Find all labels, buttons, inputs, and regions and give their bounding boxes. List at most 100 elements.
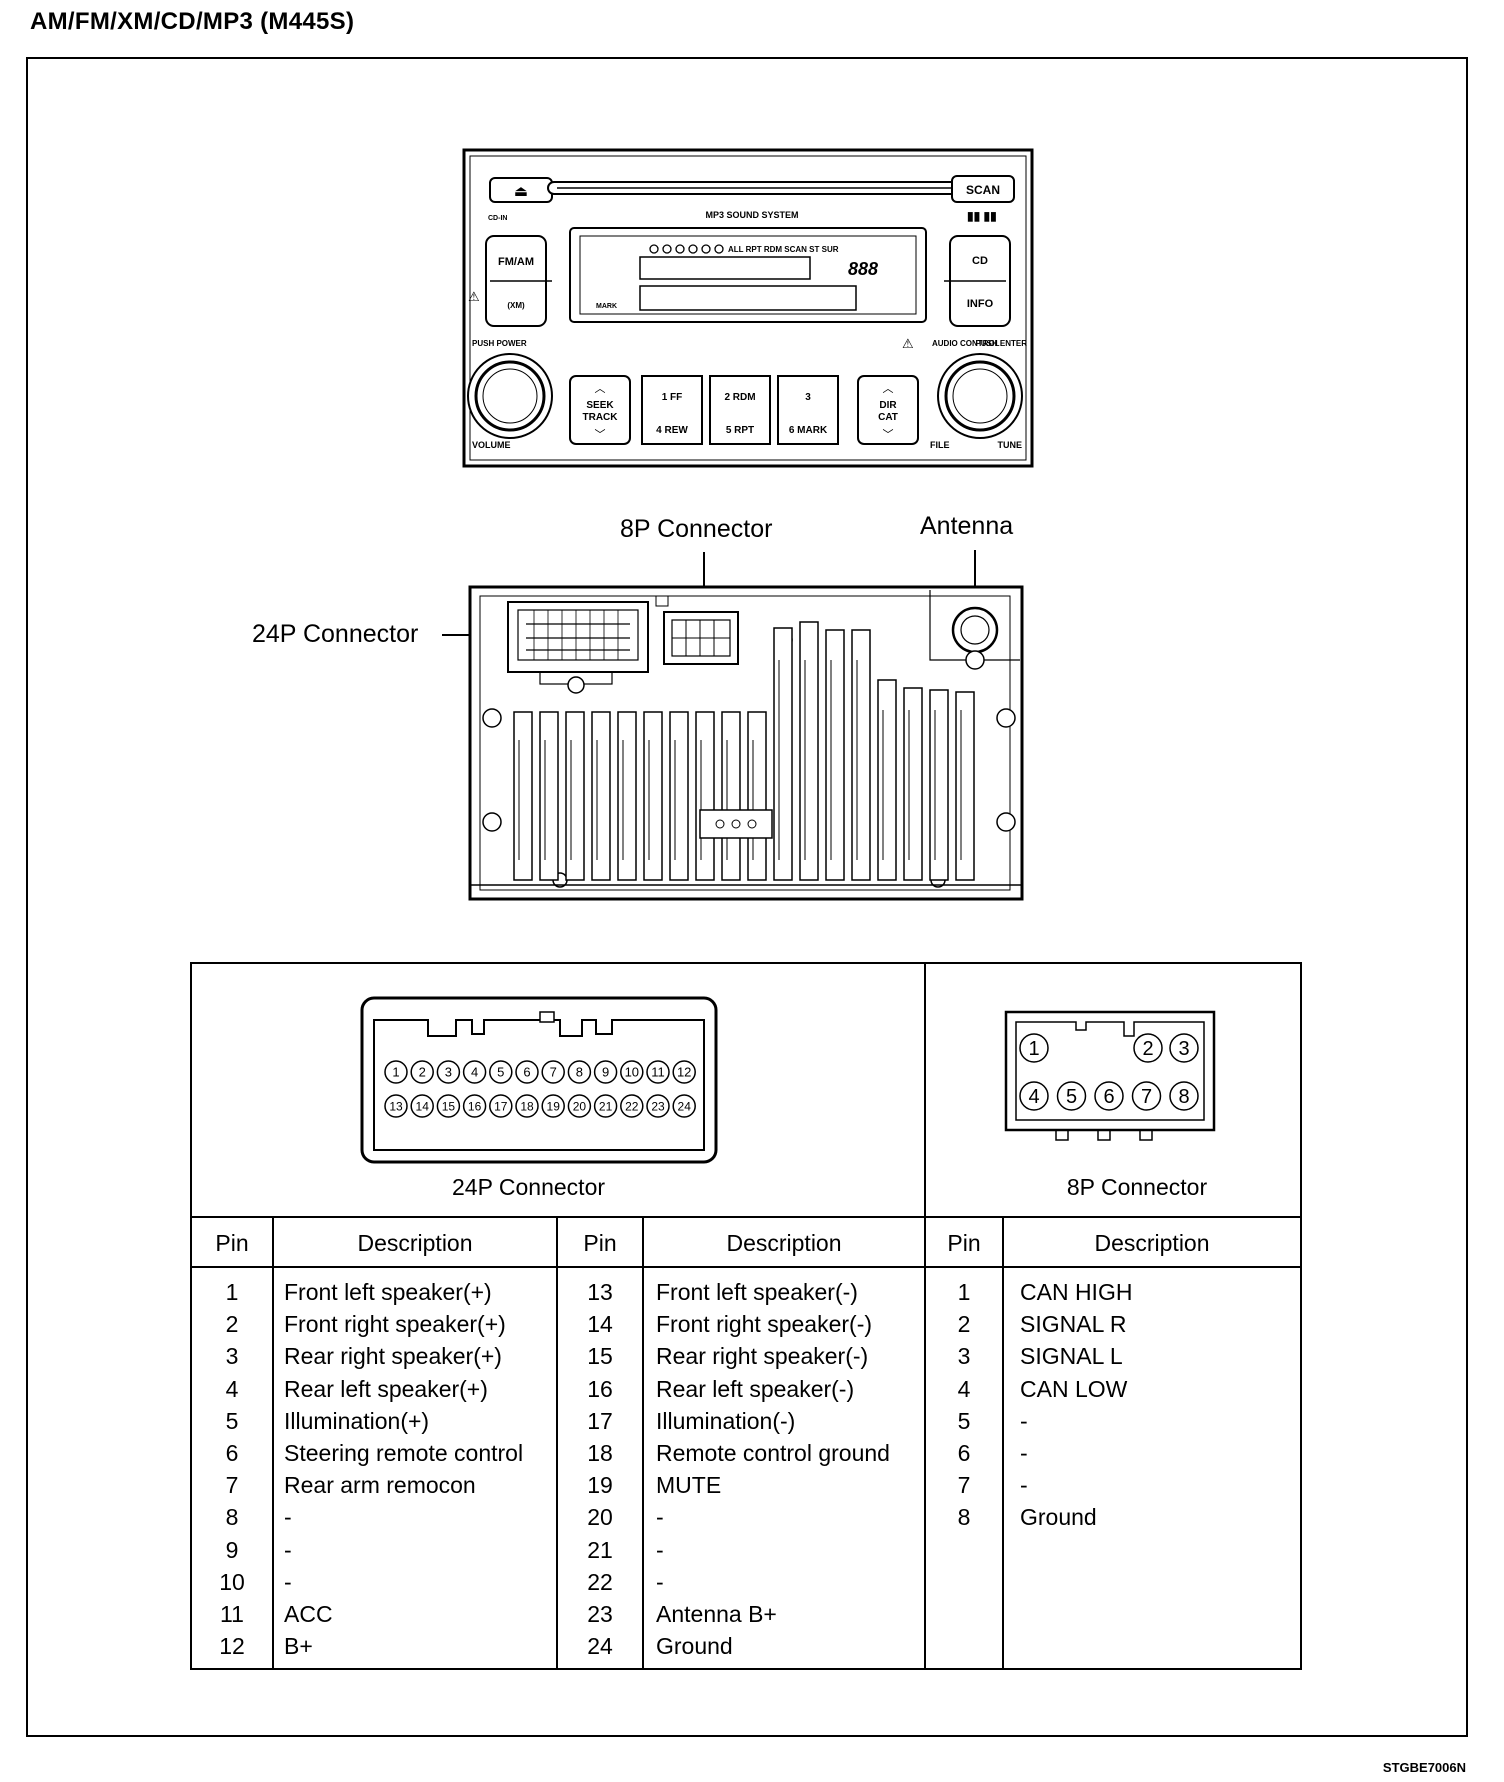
pin-circle [489, 1060, 513, 1084]
pin-circle [620, 1094, 644, 1118]
pin-number: 4 [1028, 1086, 1039, 1108]
table-cell: 7 [957, 1472, 971, 1499]
table-cell: 6 [225, 1439, 239, 1466]
preset-5-label: 5 RPT [726, 425, 754, 436]
preset-1-label: 1 FF [662, 392, 683, 403]
header-description-2: Description [726, 1230, 842, 1256]
pin-circle [1019, 1081, 1049, 1111]
header-pin-2: Pin [583, 1230, 617, 1256]
pin-number: 7 [1141, 1086, 1152, 1108]
pin-circle [567, 1060, 592, 1084]
pin-circle [593, 1094, 618, 1118]
table-cell: CAN LOW [1020, 1375, 1128, 1402]
table-cell: 7 [225, 1472, 239, 1499]
table-cell: Rear left speaker(+) [284, 1375, 488, 1402]
table-cell: Illumination(-) [656, 1407, 796, 1434]
table-cell: Front right speaker(+) [284, 1311, 506, 1338]
scan-button[interactable] [951, 175, 1015, 203]
seek-track-button[interactable] [569, 375, 631, 445]
table-cell: 9 [225, 1536, 239, 1563]
pin-number: 4 [471, 1065, 478, 1080]
pin-number: 3 [445, 1065, 452, 1080]
table-cell: MUTE [656, 1472, 722, 1499]
table-cell: Remote control ground [656, 1439, 890, 1466]
table-cell: Rear right speaker(+) [284, 1343, 502, 1370]
pin-number: 2 [1142, 1038, 1153, 1060]
pin-circle [620, 1060, 644, 1084]
preset-indicators [649, 244, 724, 254]
preset-button-1-4[interactable] [641, 375, 703, 445]
table-cell: SIGNAL L [1020, 1343, 1123, 1370]
table-cell: 11 [220, 1600, 244, 1627]
pin-circle [1056, 1081, 1087, 1111]
col-line [556, 1216, 558, 1668]
table-cell: 22 [587, 1568, 613, 1595]
preset-button-2-5[interactable] [709, 375, 771, 445]
rear-panel [442, 550, 1024, 901]
col-line [642, 1216, 644, 1668]
pin-number: 3 [1178, 1038, 1189, 1060]
preset-3-label: 3 [805, 392, 811, 403]
cat-label: CAT [878, 412, 898, 423]
pin-circle [515, 1060, 539, 1084]
mark-label: MARK [596, 303, 617, 310]
table-cell: B+ [284, 1633, 313, 1660]
pin-number: 24 [678, 1099, 692, 1113]
volume-knob[interactable] [467, 353, 553, 439]
table-cell: - [656, 1504, 664, 1531]
pin-circle [672, 1060, 696, 1084]
preset-button-3-6[interactable] [777, 375, 839, 445]
table-cell: - [656, 1536, 664, 1563]
brand-text: MP3 SOUND SYSTEM [705, 210, 798, 220]
table-cell: 6 [957, 1439, 971, 1466]
table-cell: 2 [957, 1311, 971, 1338]
figure-code: STGBE7006N [1382, 1760, 1466, 1775]
pin-circle [1094, 1081, 1124, 1111]
col1-descriptions: Front left speaker(+)Front right speaker… [284, 1276, 523, 1662]
table-cell: 3 [957, 1343, 971, 1370]
pin-circle [646, 1060, 670, 1084]
eject-icon: ⏏ [514, 183, 528, 200]
pin-circle [646, 1094, 670, 1118]
rear-8p-connector [655, 595, 739, 665]
volume-label: VOLUME [472, 440, 511, 450]
power-label: PUSH POWER [472, 339, 527, 348]
col-line [1002, 1216, 1004, 1668]
header-pin-1: Pin [215, 1230, 249, 1256]
pin-number: 10 [625, 1065, 639, 1080]
header-description-3: Description [1094, 1230, 1210, 1256]
pin-circle [541, 1094, 565, 1118]
table-cell: Rear right speaker(-) [656, 1343, 869, 1370]
cd-in-indicator: CD-IN [488, 215, 507, 222]
table-header-top-line [192, 1216, 1300, 1218]
table-cell: - [1020, 1439, 1028, 1466]
pin-circle [489, 1094, 513, 1118]
pin-number: 15 [442, 1099, 456, 1113]
table-cell: 4 [957, 1375, 971, 1402]
pin-number: 22 [625, 1099, 639, 1113]
table-cell: 18 [587, 1439, 613, 1466]
pin-number: 1 [392, 1065, 399, 1080]
table-cell: 13 [587, 1279, 613, 1305]
rear-24p-connector-label: 24P Connector [252, 620, 419, 648]
pin-circle [1131, 1081, 1162, 1111]
table-divider [924, 964, 926, 1668]
rear-8p-connector-label: 8P Connector [620, 515, 773, 543]
dir-cat-button[interactable] [857, 375, 919, 445]
tune-knob[interactable] [937, 353, 1023, 439]
pin-circle [384, 1060, 408, 1084]
display-window [569, 227, 927, 323]
header-description-1: Description [357, 1230, 473, 1256]
display-digits: 888 [848, 259, 878, 279]
table-cell: 1 [957, 1279, 971, 1305]
table-cell: 21 [587, 1536, 613, 1563]
table-cell: Ground [656, 1633, 733, 1660]
table-cell: 5 [957, 1407, 971, 1434]
table-cell: 16 [587, 1375, 613, 1402]
table-cell: 17 [587, 1407, 613, 1434]
table-cell: 20 [587, 1504, 613, 1531]
table-cell: 12 [219, 1633, 245, 1660]
